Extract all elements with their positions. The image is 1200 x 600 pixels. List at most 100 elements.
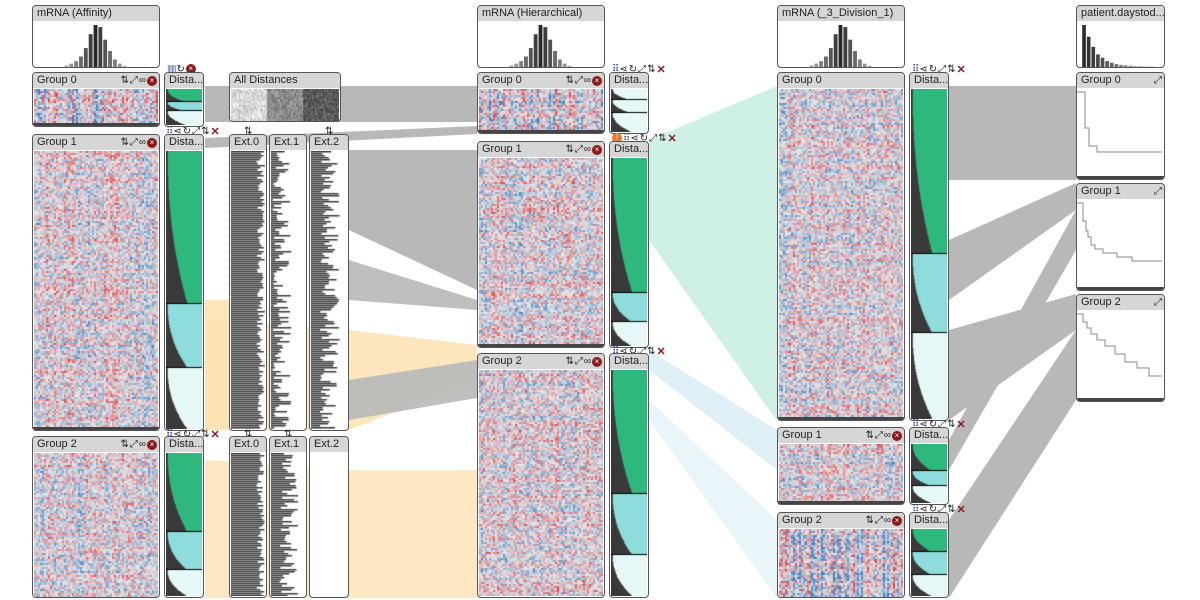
clinical-group2[interactable]: Group 2 ⤢: [1076, 294, 1165, 402]
division-group0[interactable]: Group 0: [777, 72, 905, 421]
link-icon[interactable]: ∞: [583, 356, 591, 367]
expand-icon[interactable]: ⤢: [638, 345, 647, 357]
share-icon[interactable]: ⋖: [173, 125, 182, 137]
sort-icon[interactable]: ⇅: [201, 125, 210, 137]
expand-icon[interactable]: ⤢: [192, 428, 201, 440]
link-icon[interactable]: ∞: [138, 137, 146, 148]
expand-icon[interactable]: ⤢: [938, 63, 947, 75]
grid-icon[interactable]: ⣿: [623, 132, 630, 144]
share-icon[interactable]: ⋖: [919, 63, 928, 75]
hierarchical-distance-0[interactable]: Dista...: [609, 72, 649, 134]
close-icon[interactable]: ✕: [210, 125, 220, 138]
affinity-group0[interactable]: Group 0 ⇅⤢∞×: [32, 72, 160, 127]
expand-icon[interactable]: ⤢: [1154, 186, 1162, 197]
share-icon[interactable]: ⋖: [630, 132, 639, 144]
grid-icon[interactable]: ⣿: [912, 418, 919, 430]
ext0-group1[interactable]: Ext.0: [229, 134, 267, 431]
expand-icon[interactable]: ⤢: [129, 137, 138, 148]
grid-icon[interactable]: ⣿: [166, 125, 173, 137]
expand-icon[interactable]: ⤢: [649, 132, 658, 144]
refresh-icon[interactable]: ↻: [928, 418, 938, 430]
alert-icon[interactable]: !: [612, 133, 622, 143]
link-icon[interactable]: ∞: [883, 515, 891, 526]
sort-icon[interactable]: ⇅: [947, 63, 956, 75]
share-icon[interactable]: ⋖: [919, 503, 928, 515]
close-icon[interactable]: ×: [592, 75, 602, 86]
link-icon[interactable]: ∞: [583, 144, 591, 155]
summary-clinical[interactable]: patient.daystod...: [1076, 5, 1165, 68]
refresh-icon[interactable]: ↻: [182, 428, 192, 440]
expand-icon[interactable]: ⤢: [192, 125, 201, 137]
sort-icon[interactable]: ⇅: [284, 428, 293, 440]
link-icon[interactable]: ∞: [883, 430, 891, 441]
affinity-distance-1[interactable]: Dista...: [164, 134, 204, 431]
refresh-icon[interactable]: ↻: [639, 132, 649, 144]
expand-icon[interactable]: ⤢: [874, 515, 883, 526]
sort-icon[interactable]: ⇅: [658, 132, 667, 144]
expand-icon[interactable]: ⤢: [1154, 297, 1162, 308]
hierarchical-distance-2[interactable]: Dista...: [609, 353, 649, 598]
close-icon[interactable]: ×: [185, 64, 196, 74]
close-icon[interactable]: ×: [892, 515, 902, 526]
sort-icon[interactable]: ⇅: [865, 515, 874, 526]
close-icon[interactable]: ×: [147, 137, 157, 148]
expand-icon[interactable]: ⤢: [129, 439, 138, 450]
summary-affinity[interactable]: mRNA (Affinity): [32, 5, 160, 68]
affinity-distance-0[interactable]: Dista...: [164, 72, 204, 127]
close-icon[interactable]: ×: [147, 439, 157, 450]
division-distance-2[interactable]: Dista...: [909, 512, 949, 598]
expand-icon[interactable]: ⤢: [129, 75, 138, 86]
sort-icon[interactable]: ⇅: [565, 356, 574, 367]
sort-icon[interactable]: ⇅: [647, 63, 656, 75]
share-icon[interactable]: ⋖: [173, 428, 182, 440]
summary-hierarchical[interactable]: mRNA (Hierarchical): [477, 5, 605, 68]
sort-icon[interactable]: ⇅: [120, 137, 129, 148]
summary-division[interactable]: mRNA (_3_Division_1): [777, 5, 905, 68]
clinical-group1[interactable]: Group 1 ⤢: [1076, 183, 1165, 291]
sort-icon[interactable]: ⇅: [865, 430, 874, 441]
expand-icon[interactable]: ⤢: [574, 356, 583, 367]
grid-icon[interactable]: ⣿: [612, 63, 619, 75]
sort-icon[interactable]: ⇅: [244, 125, 253, 137]
division-group1[interactable]: Group 1 ⇅⤢∞×: [777, 427, 905, 505]
refresh-icon[interactable]: ↻: [628, 63, 638, 75]
sort-icon[interactable]: ⇅: [565, 75, 574, 86]
clinical-group0[interactable]: Group 0 ⤢: [1076, 72, 1165, 180]
sort-icon[interactable]: ⇅: [947, 418, 956, 430]
close-icon[interactable]: ✕: [956, 503, 966, 516]
close-icon[interactable]: ✕: [210, 428, 220, 441]
sort-icon[interactable]: ⇅: [565, 144, 574, 155]
expand-icon[interactable]: ⤢: [638, 63, 647, 75]
ext1-group1[interactable]: Ext.1: [269, 134, 307, 431]
close-icon[interactable]: ✕: [956, 63, 966, 76]
close-icon[interactable]: ×: [147, 75, 157, 86]
link-icon[interactable]: ∞: [583, 75, 591, 86]
hierarchical-group2[interactable]: Group 2 ⇅⤢∞×: [477, 353, 605, 598]
affinity-group2[interactable]: Group 2 ⇅⤢∞×: [32, 436, 160, 598]
refresh-icon[interactable]: ↻: [928, 503, 938, 515]
division-distance-0[interactable]: Dista...: [909, 72, 949, 421]
expand-icon[interactable]: ⤢: [938, 418, 947, 430]
sort-icon[interactable]: ⇅: [647, 345, 656, 357]
close-icon[interactable]: ✕: [667, 132, 677, 145]
sort-icon[interactable]: ⇅: [120, 75, 129, 86]
grid-icon[interactable]: ⣿: [912, 503, 919, 515]
ext2-group1[interactable]: Ext.2: [309, 134, 349, 431]
sort-icon[interactable]: ⇅: [947, 503, 956, 515]
share-icon[interactable]: ⋖: [619, 345, 628, 357]
close-icon[interactable]: ×: [892, 430, 902, 441]
expand-icon[interactable]: ⤢: [574, 144, 583, 155]
grid-icon[interactable]: ⣿: [166, 428, 173, 440]
close-icon[interactable]: ×: [592, 144, 602, 155]
close-icon[interactable]: ✕: [956, 418, 966, 431]
expand-icon[interactable]: ⤢: [938, 503, 947, 515]
hierarchical-distance-1[interactable]: Dista...: [609, 141, 649, 348]
hierarchical-group0[interactable]: Group 0 ⇅⤢∞×: [477, 72, 605, 134]
refresh-icon[interactable]: ↻: [182, 125, 192, 137]
ext2-group2[interactable]: Ext.2: [309, 436, 349, 598]
sort-icon[interactable]: ⇅: [201, 428, 210, 440]
division-group2[interactable]: Group 2 ⇅⤢∞×: [777, 512, 905, 598]
close-icon[interactable]: ×: [592, 356, 602, 367]
grid-icon[interactable]: ⣿: [912, 63, 919, 75]
refresh-icon[interactable]: ↻: [628, 345, 638, 357]
